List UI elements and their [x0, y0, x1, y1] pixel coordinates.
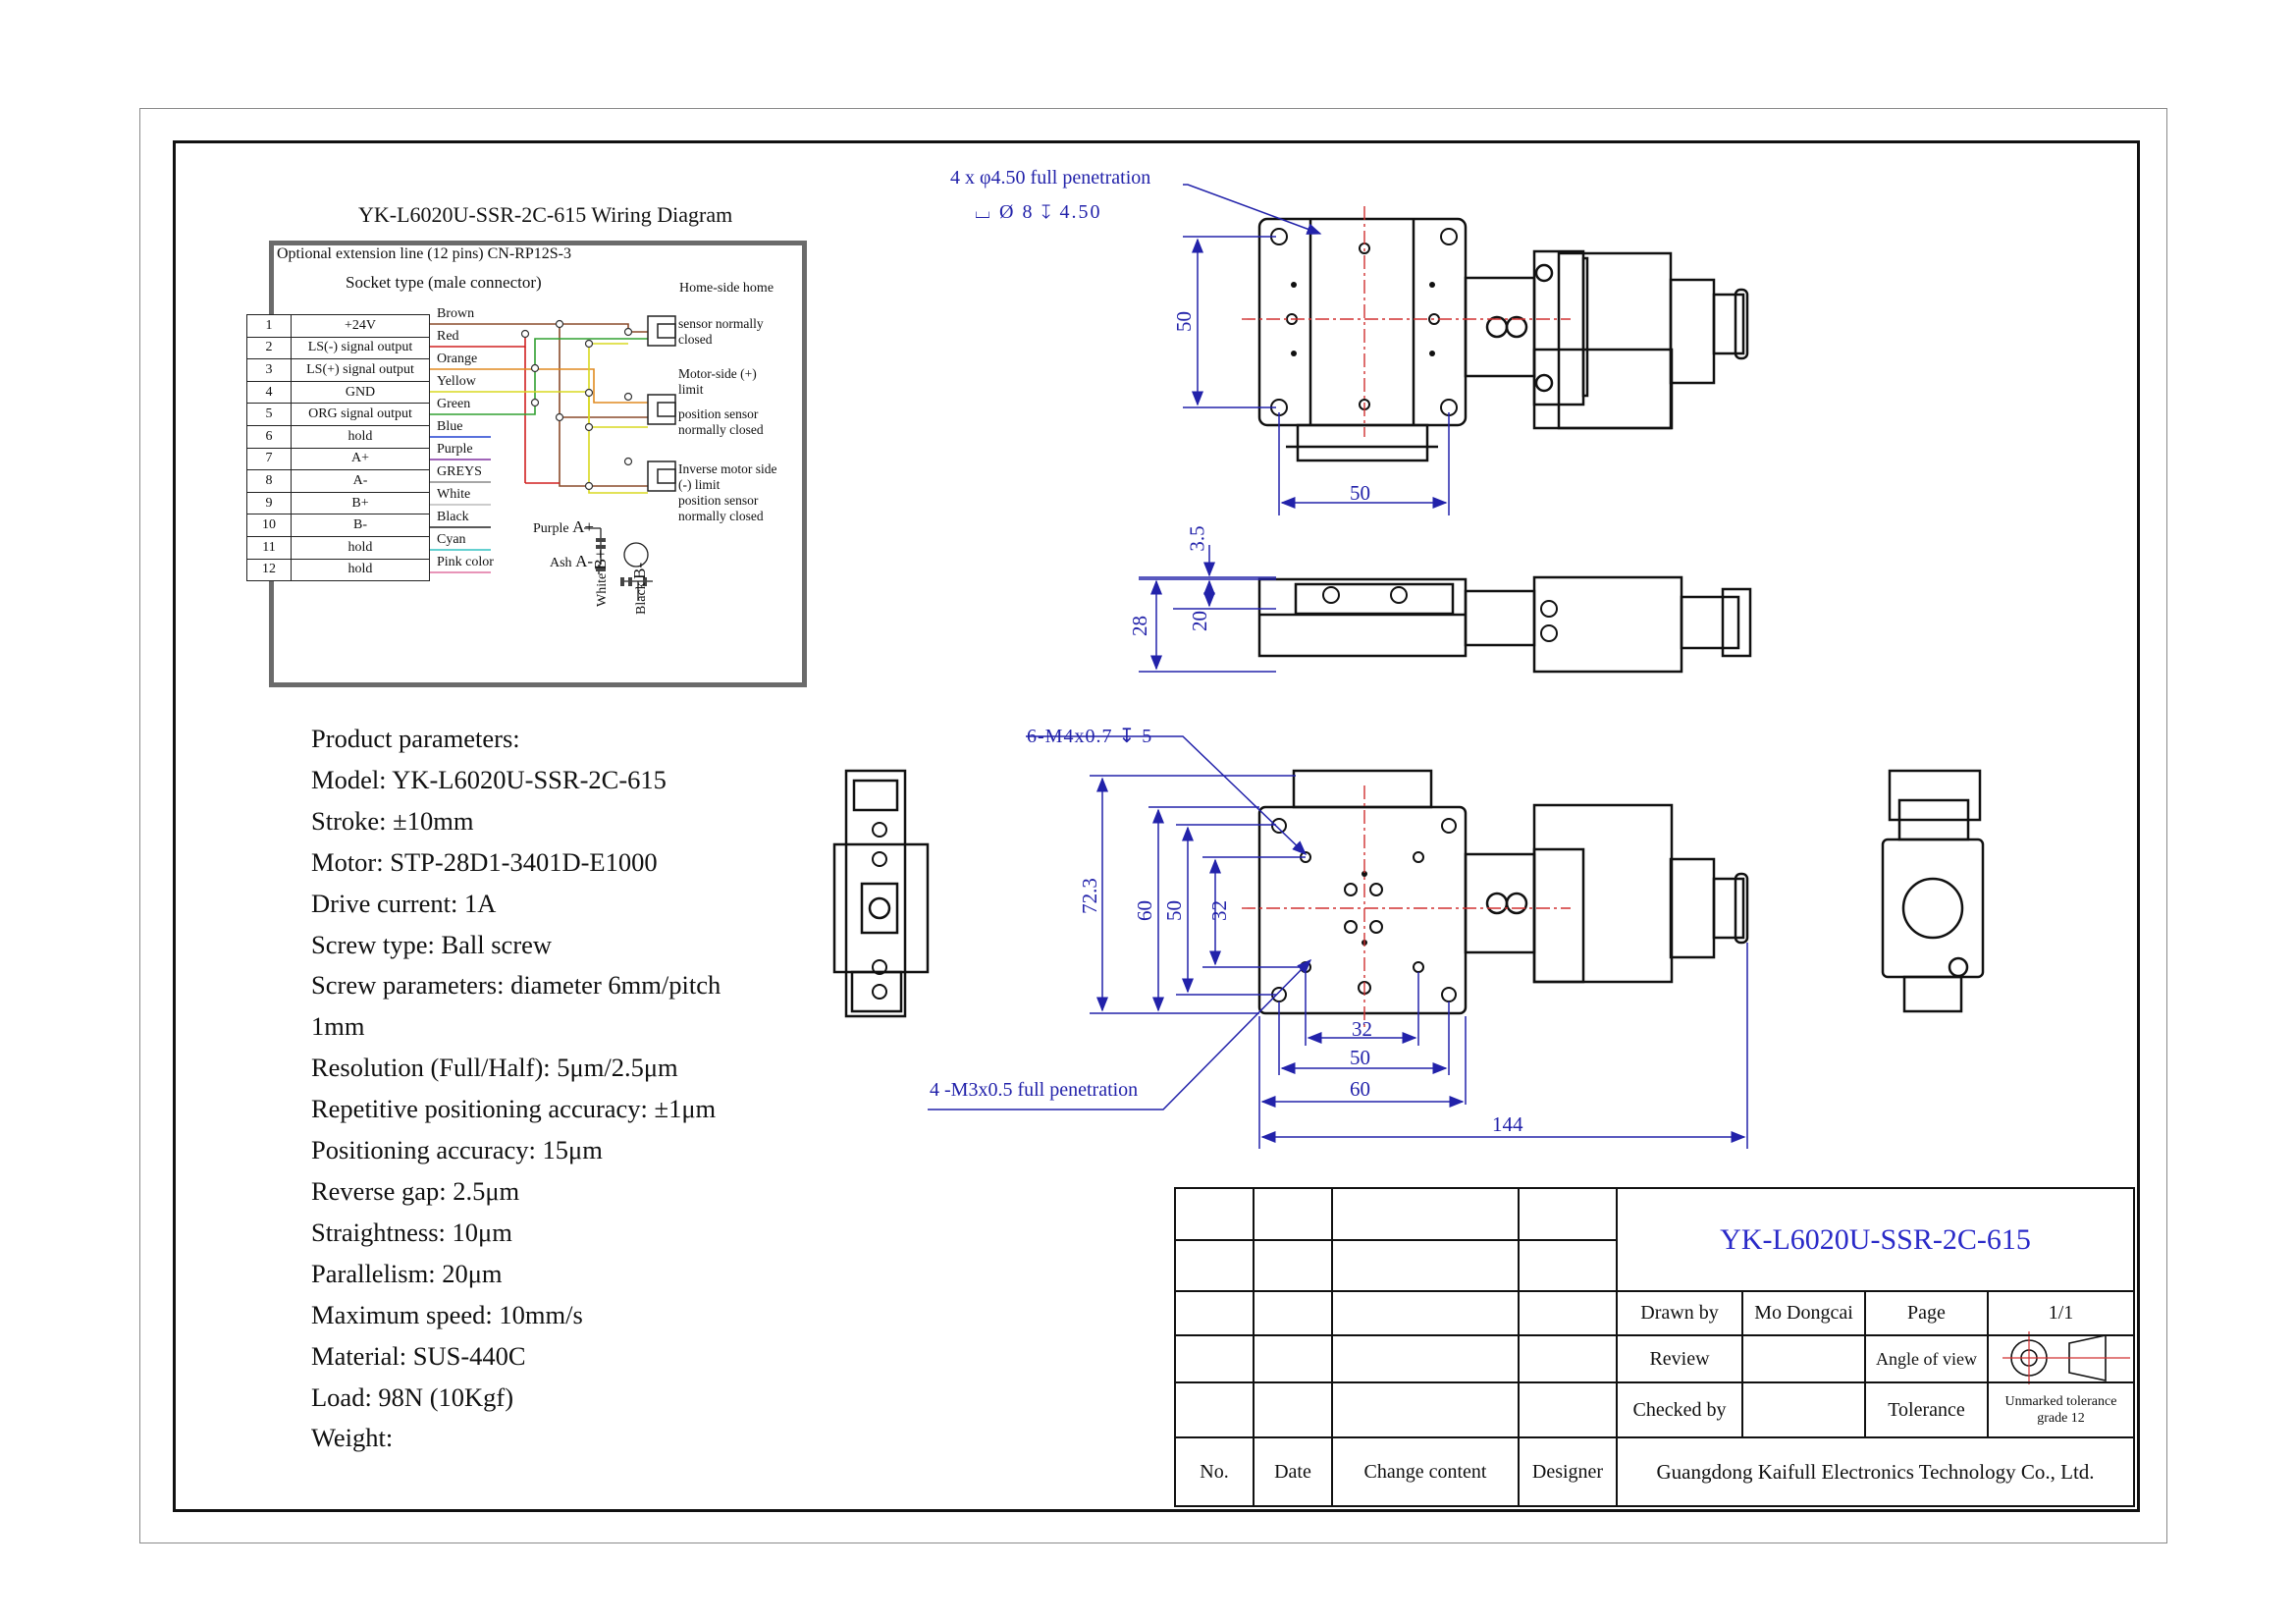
- wire-label: Cyan: [437, 532, 466, 547]
- dim-bottom-50-h: 50: [1350, 1046, 1370, 1069]
- page-value: 1/1: [2048, 1302, 2074, 1324]
- param-line: Load: 98N (10Kgf): [311, 1381, 514, 1412]
- wire-label: Black: [437, 510, 469, 524]
- dim-top-holes: 4 x φ4.50 full penetration: [950, 167, 1151, 189]
- param-line: Positioning accuracy: 15μm: [311, 1135, 603, 1165]
- pin-signal: LS(+) signal output: [291, 358, 430, 382]
- col-no: No.: [1200, 1460, 1229, 1483]
- bottom-view: [1257, 769, 1749, 1015]
- pin-number: 12: [246, 558, 292, 582]
- angle-of-view-label: Angle of view: [1876, 1349, 1977, 1369]
- drawing-title: YK-L6020U-SSR-2C-615: [1720, 1222, 2031, 1256]
- table-row: 1+24V: [246, 314, 430, 338]
- param-line: Reverse gap: 2.5μm: [311, 1175, 520, 1206]
- checked-by-label: Checked by: [1632, 1398, 1727, 1421]
- param-line: Drive current: 1A: [311, 888, 497, 918]
- param-line: Material: SUS-440C: [311, 1340, 526, 1371]
- wire-label: Pink color: [437, 555, 494, 569]
- page-label: Page: [1907, 1302, 1946, 1324]
- company-name: Guangdong Kaifull Electronics Technology…: [1656, 1459, 2095, 1484]
- wire-label: Purple: [437, 442, 473, 457]
- motor-side-sensor-label: Motor-side (+)limit: [678, 366, 757, 397]
- wire-label: Brown: [437, 306, 475, 321]
- param-line: Repetitive positioning accuracy: ±1μm: [311, 1094, 717, 1124]
- pin-signal: hold: [291, 558, 430, 582]
- col-change-content: Change content: [1363, 1460, 1487, 1483]
- dim-bottom-m3: 4 -M3x0.5 full penetration: [930, 1079, 1139, 1101]
- param-line: Screw parameters: diameter 6mm/pitch: [311, 970, 721, 1001]
- dim-top-holes-sub: ⌴ Ø 8 ↧ 4.50: [975, 201, 1102, 223]
- left-end-view: [832, 769, 930, 1018]
- pin-signal: ORG signal output: [291, 403, 430, 426]
- wiring-diagram-title: YK-L6020U-SSR-2C-615 Wiring Diagram: [358, 202, 733, 227]
- param-line: Resolution (Full/Half): 5μm/2.5μm: [311, 1053, 678, 1083]
- drawn-by-value: Mo Dongcai: [1754, 1302, 1853, 1324]
- socket-type-label: Socket type (male connector): [346, 273, 542, 292]
- extension-line-label: Optional extension line (12 pins) CN-RP1…: [277, 245, 571, 262]
- side-view: [1257, 575, 1752, 674]
- param-line: Motor: STP-28D1-3401D-E1000: [311, 846, 658, 877]
- top-view: [1257, 217, 1749, 462]
- wire-label: Orange: [437, 352, 478, 366]
- param-line: Parallelism: 20μm: [311, 1258, 503, 1288]
- param-line: Maximum speed: 10mm/s: [311, 1299, 583, 1329]
- drawn-by-label: Drawn by: [1640, 1302, 1719, 1324]
- wire-label: Red: [437, 329, 459, 344]
- col-designer: Designer: [1531, 1460, 1604, 1483]
- dim-bottom-60-h: 60: [1350, 1077, 1370, 1101]
- review-label: Review: [1649, 1347, 1710, 1370]
- param-line: Stroke: ±10mm: [311, 805, 474, 836]
- wire-label: Yellow: [437, 374, 476, 389]
- tolerance-value: Unmarked tolerance grade 12: [2004, 1394, 2117, 1426]
- param-line: Screw type: Ball screw: [311, 929, 553, 959]
- inverse-sensor-label: Inverse motor side(-) limit position sen…: [678, 461, 777, 523]
- home-side-label: Home-side home: [679, 281, 774, 296]
- wire-label: Green: [437, 397, 471, 411]
- param-line: 1mm: [311, 1011, 365, 1042]
- drawing-border: [173, 140, 2140, 1512]
- param-line: Product parameters:: [311, 724, 520, 753]
- right-end-view: [1881, 769, 1985, 1013]
- wire-label: White: [437, 487, 471, 502]
- dim-top-50-h: 50: [1350, 481, 1370, 505]
- wire-label: Blue: [437, 419, 463, 434]
- pin-signal: +24V: [291, 314, 430, 338]
- dim-bottom-m4: 6-M4x0.7 ↧ 5: [1027, 726, 1153, 747]
- param-line: Weight:: [311, 1423, 394, 1453]
- coil-ash: Ash A-: [550, 552, 594, 570]
- dim-bottom-32-h: 32: [1352, 1017, 1372, 1041]
- wire-label: GREYS: [437, 464, 482, 479]
- product-parameters: Product parameters: Model: YK-L6020U-SSR…: [311, 719, 721, 1459]
- outer-frame: [139, 108, 2167, 1543]
- pin-signal: hold: [291, 535, 430, 560]
- param-line: Straightness: 10μm: [311, 1217, 512, 1247]
- dim-bottom-144: 144: [1492, 1112, 1523, 1136]
- col-date: Date: [1274, 1460, 1311, 1483]
- coil-purple: Purple A+: [533, 517, 594, 536]
- tolerance-label: Tolerance: [1888, 1398, 1965, 1421]
- pin-signal: hold: [291, 424, 430, 449]
- param-line: Model: YK-L6020U-SSR-2C-615: [311, 764, 667, 794]
